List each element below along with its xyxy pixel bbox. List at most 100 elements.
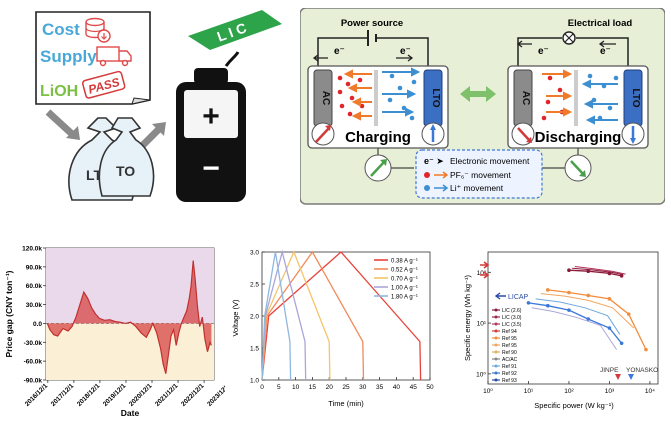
x-tick-label: 25 (342, 384, 350, 391)
x-tick-label: 10 (292, 384, 300, 391)
annotation-yonasko: YONASKO (626, 367, 658, 374)
negative-region (46, 323, 214, 380)
positive-region (46, 248, 214, 324)
legend-marker (494, 336, 498, 340)
y-tick-label: 1.5 (250, 346, 259, 353)
y-axis-title: Voltage (V) (231, 299, 240, 337)
plot-area (487, 251, 659, 385)
svg-text:LTO: LTO (430, 88, 441, 107)
svg-text:AC: AC (520, 91, 531, 105)
legend-label: 0.70 A g⁻¹ (391, 277, 418, 283)
x-axis-title: Time (min) (328, 399, 364, 408)
y-tick-label: 2.5 (250, 282, 259, 289)
electron-label: e⁻ (334, 46, 345, 57)
legend-marker (494, 364, 498, 368)
legend-label: Ref 93 (502, 378, 517, 384)
coin-stack-icon (85, 17, 111, 43)
x-tick-label: 10² (564, 388, 574, 395)
svg-text:+: + (202, 100, 220, 133)
price-gap-line (46, 260, 212, 374)
schematic-background (300, 8, 665, 205)
legend-label: Ref 95 (502, 343, 517, 349)
data-point (619, 274, 624, 278)
x-tick-label: 2022/12/1 (180, 382, 206, 408)
schematic-legend: e⁻ ➤ Electronic movement PF₆⁻ movement L… (415, 149, 543, 199)
supply-illustration: Cost Supply LiOH PASS (35, 10, 282, 202)
power-source-label: Power source (341, 18, 403, 29)
x-tick-label: 2016/12/1 (24, 382, 50, 408)
discharging-cell: Electrical load e⁻ e⁻ AC LTO (507, 18, 649, 149)
svg-text:−: − (202, 152, 220, 185)
legend-marker (494, 343, 498, 347)
x-tick-label: 50 (426, 384, 434, 391)
y-tick-label: -90.0k (24, 378, 43, 385)
x-tick-label: 45 (410, 384, 418, 391)
svg-text:TO: TO (116, 163, 135, 179)
y-tick-label: 10¹ (477, 321, 487, 328)
y-tick-label: 10⁰ (476, 371, 486, 378)
legend-marker (494, 322, 498, 326)
legend-label: 0.38 A g⁻¹ (391, 259, 418, 265)
lto-bag-icon-2: TO (98, 117, 155, 197)
legend-label: L/C (3.0) (502, 315, 522, 321)
y-tick-label: 120.0k (22, 246, 42, 253)
arrow-right-icon (480, 261, 490, 269)
x-tick-label: 10³ (605, 388, 615, 395)
x-tick-label: 2018/12/1 (76, 382, 102, 408)
x-tick-label: 2017/12/1 (50, 382, 76, 408)
annotation-licap: LICAP (508, 294, 529, 301)
electron-label: e⁻ (600, 46, 611, 57)
series-line (568, 269, 622, 277)
marker-jinpe (615, 374, 621, 380)
legend-li-text: Li⁺ movement (450, 183, 504, 193)
x-tick-label: 2020/12/1 (128, 382, 154, 408)
data-point (526, 301, 531, 305)
legend-marker (494, 315, 498, 319)
legend-label: Ref 95 (502, 336, 517, 342)
legend-li-dot (424, 185, 430, 191)
legend-marker (494, 357, 498, 361)
x-tick-label: 30 (359, 384, 367, 391)
y-tick-label: 30.0k (26, 302, 43, 309)
svg-text:AC: AC (320, 91, 331, 105)
price-gap-area (47, 260, 212, 374)
double-arrow-icon (460, 86, 496, 102)
legend-label: 0.52 A g⁻¹ (391, 268, 418, 274)
data-point (567, 268, 571, 273)
legend-marker (494, 329, 498, 333)
series-line (547, 289, 647, 350)
legend-marker (494, 350, 498, 354)
charging-label: Charging (345, 129, 411, 146)
y-tick-label: -60.0k (24, 359, 43, 366)
legend-electron-text: Electronic movement (450, 156, 530, 166)
electrical-load-label: Electrical load (568, 18, 633, 29)
y-tick-label: 3.0 (250, 250, 259, 257)
arrow-right-icon (480, 271, 490, 279)
legend-marker (494, 378, 498, 382)
legend-electron-symbol: e⁻ ➤ (424, 156, 444, 166)
marker-yonasko (628, 374, 634, 380)
legend-marker (494, 308, 498, 312)
legend-label: L/C (3.5) (502, 322, 522, 328)
x-axis-title: Specific power (W kg⁻¹) (534, 401, 614, 410)
legend-label: L/C (2.6) (502, 308, 522, 314)
x-tick-label: 2019/12/1 (102, 382, 128, 408)
legend-marker (494, 371, 498, 375)
electron-label: e⁻ (400, 46, 411, 57)
charging-cell: Power source e⁻ e⁻ AC LTO (307, 18, 449, 149)
series-line (531, 307, 618, 350)
x-tick-label: 2021/12/1 (154, 382, 180, 408)
x-tick-label: 20 (326, 384, 334, 391)
y-tick-label: 60.0k (26, 283, 43, 290)
legend-label: 1.00 A g⁻¹ (391, 286, 418, 292)
data-point (545, 288, 550, 292)
x-axis-title: Date (121, 408, 140, 418)
legend-label: 1.80 A g⁻¹ (391, 295, 418, 301)
y-axis-title: Specific energy (Wh kg⁻¹) (463, 274, 472, 361)
arrow-down-icon (66, 126, 80, 140)
battery-icon: + − (176, 51, 246, 202)
annotation-jinpe: JINPE (600, 367, 619, 374)
